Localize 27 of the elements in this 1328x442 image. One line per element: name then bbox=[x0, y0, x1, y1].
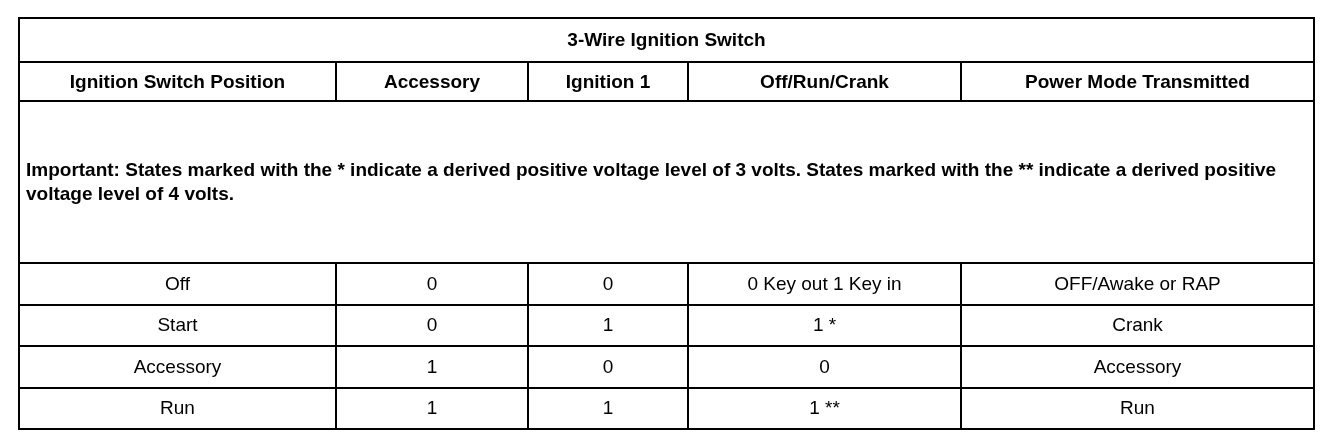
column-header: Accessory bbox=[336, 62, 528, 101]
note-text: Important: States marked with the * indicate a derived positive voltage level of 3 volts. States marked with the ** indicate a derived positive voltage level of 4 volts. bbox=[19, 101, 1314, 263]
table-cell: Start bbox=[19, 304, 336, 346]
table-cell: 0 bbox=[336, 263, 528, 305]
table-title: 3-Wire Ignition Switch bbox=[19, 18, 1314, 62]
table-cell: 0 bbox=[528, 346, 688, 388]
table-cell: 1 bbox=[336, 387, 528, 429]
table-cell: 1 * bbox=[688, 304, 961, 346]
table-cell: Crank bbox=[961, 304, 1314, 346]
column-header: Power Mode Transmitted bbox=[961, 62, 1314, 101]
table-cell: Run bbox=[961, 387, 1314, 429]
table-cell: 1 bbox=[528, 304, 688, 346]
table-cell: 0 bbox=[528, 263, 688, 305]
table-cell: 1 bbox=[336, 346, 528, 388]
table-cell: 0 bbox=[336, 304, 528, 346]
table-cell: 0 bbox=[688, 346, 961, 388]
column-header: Off/Run/Crank bbox=[688, 62, 961, 101]
table-cell: 0 Key out 1 Key in bbox=[688, 263, 961, 305]
table-cell: Off bbox=[19, 263, 336, 305]
column-header: Ignition Switch Position bbox=[19, 62, 336, 101]
table-cell: OFF/Awake or RAP bbox=[961, 263, 1314, 305]
table-cell: Accessory bbox=[19, 346, 336, 388]
column-header: Ignition 1 bbox=[528, 62, 688, 101]
table-cell: 1 ** bbox=[688, 387, 961, 429]
table-cell: 1 bbox=[528, 387, 688, 429]
table-cell: Run bbox=[19, 387, 336, 429]
table-cell: Accessory bbox=[961, 346, 1314, 388]
